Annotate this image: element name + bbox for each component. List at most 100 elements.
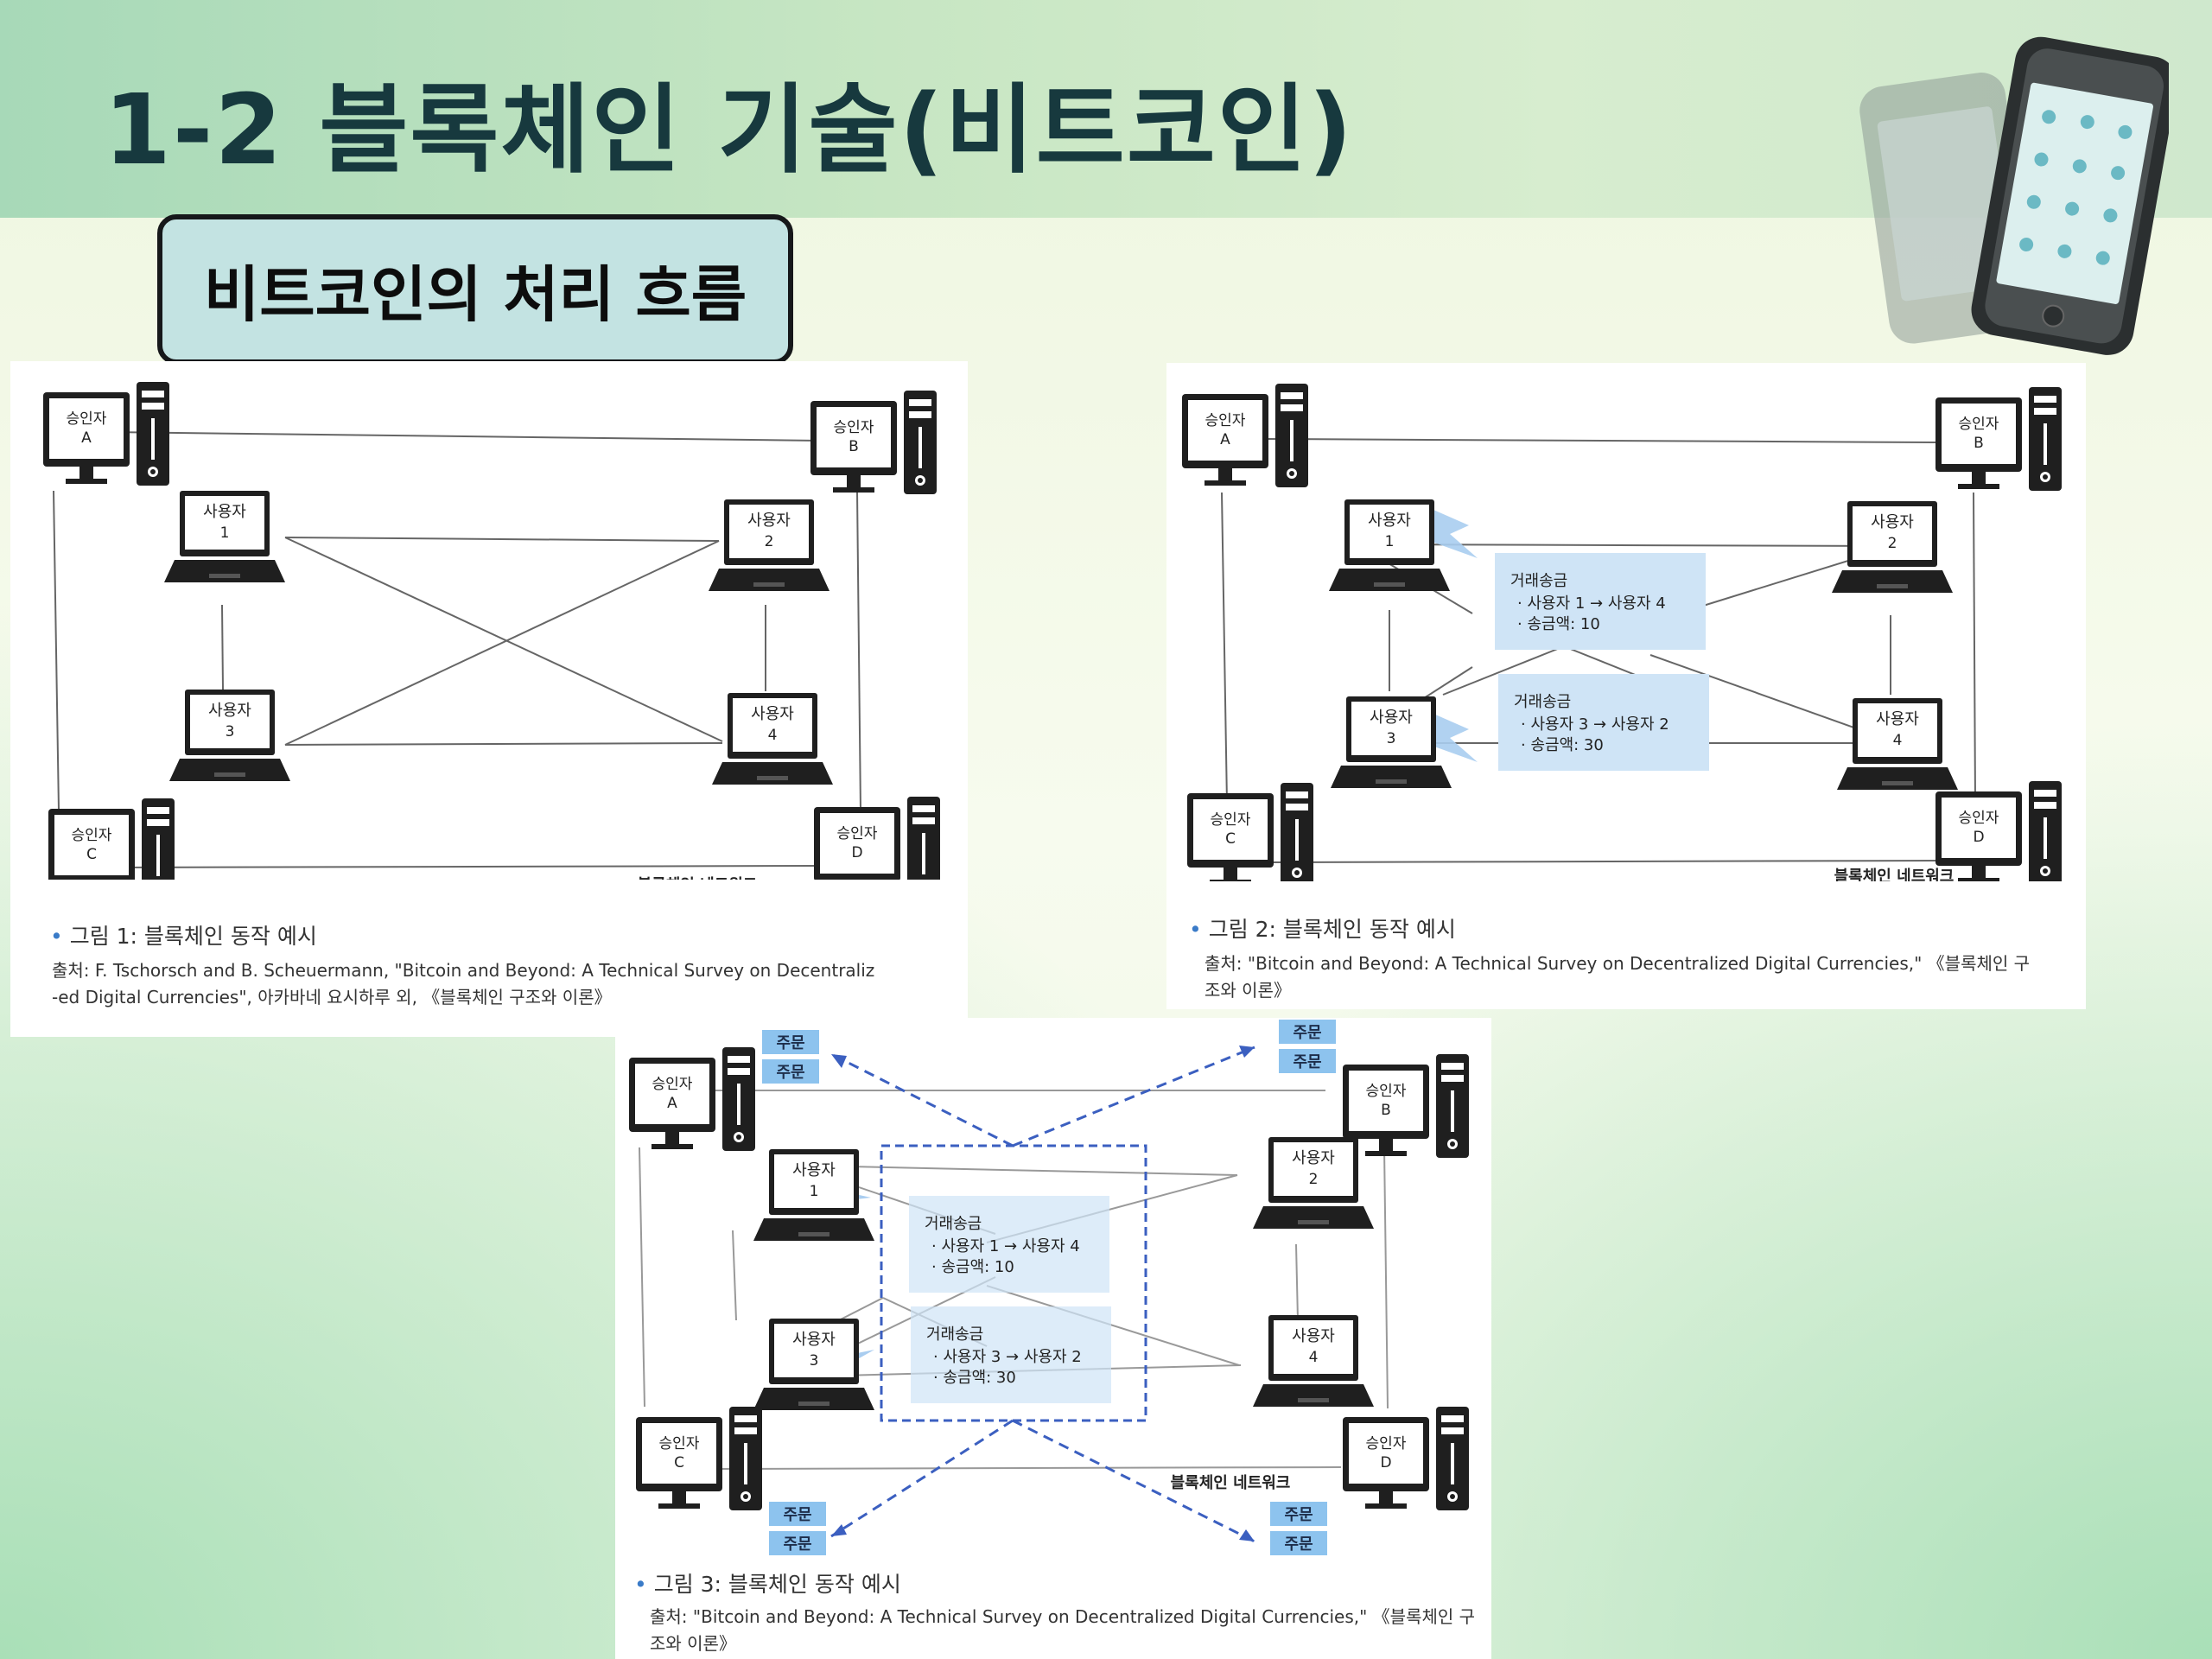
tower-pc-icon [1436, 1054, 1469, 1158]
monitor-icon [636, 1417, 722, 1509]
arrow-icon [1426, 710, 1478, 762]
approver-id: D [851, 844, 862, 861]
network-label: 블록체인 네트워크 [1171, 1473, 1291, 1492]
figure-1-caption: • 그림 1: 블록체인 동작 예시 [50, 924, 317, 949]
user-id: 4 [1893, 732, 1903, 749]
order-label: 주문 [776, 1034, 804, 1052]
approver-label: 승인자 [72, 827, 112, 844]
approver-label: 승인자 [1211, 811, 1251, 829]
user-id: 4 [1309, 1349, 1319, 1366]
transaction-amount: · 송금액: 30 [1521, 736, 1604, 754]
tower-pc-icon [1436, 1407, 1469, 1510]
header-band [0, 0, 2212, 218]
user-label: 사용자 [792, 1161, 836, 1179]
connection-line [1268, 438, 1936, 443]
approver-id: C [674, 1454, 684, 1471]
tower-pc-icon [907, 797, 940, 880]
connection-line [53, 490, 60, 811]
order-label: 주문 [783, 1535, 811, 1554]
transaction-title: 거래송금 [926, 1325, 983, 1344]
connection-line [284, 537, 720, 542]
user-label: 사용자 [1876, 710, 1919, 728]
user-id: 1 [1385, 533, 1395, 550]
user-label: 사용자 [1370, 709, 1413, 727]
approver-node-b: 승인자 B [1936, 387, 2062, 491]
tower-pc-icon [904, 391, 937, 494]
tower-pc-icon [137, 382, 169, 486]
figure-3-caption: • 그림 3: 블록체인 동작 예시 [634, 1572, 901, 1597]
laptop-icon [164, 491, 285, 582]
user-label: 사용자 [792, 1331, 836, 1349]
user-id: 3 [1387, 730, 1396, 747]
user-node-3: 사용자 3 [1331, 696, 1452, 788]
monitor-icon [1343, 1065, 1429, 1156]
tower-pc-icon [142, 798, 175, 880]
order-tag: 주문 [1279, 1020, 1336, 1044]
user-node-4: 사용자 4 [1837, 698, 1958, 790]
smartphone-icon [1859, 36, 2169, 355]
user-id: 2 [1888, 535, 1897, 552]
section-badge-label: 비트코인의 처리 흐름 [203, 258, 747, 330]
tower-pc-icon [2029, 781, 2062, 881]
connection-line [986, 1285, 1240, 1366]
approver-label: 승인자 [834, 419, 874, 436]
order-label: 주문 [1293, 1053, 1321, 1071]
monitor-icon [1343, 1417, 1429, 1509]
laptop-icon [1832, 501, 1953, 593]
network-label: 블록체인 네트워크 [638, 875, 758, 880]
approver-id: C [86, 846, 97, 863]
section-badge: 비트코인의 처리 흐름 [157, 214, 793, 365]
connection-line [284, 742, 723, 746]
connection-line [830, 1419, 1014, 1538]
figure-2-caption: • 그림 2: 블록체인 동작 예시 [1189, 917, 1456, 942]
monitor-icon [629, 1058, 715, 1149]
tower-pc-icon [722, 1047, 755, 1151]
transaction-title: 거래송금 [1514, 693, 1571, 711]
connection-line [856, 490, 861, 813]
figure-1-source: 출처: F. Tschorsch and B. Scheuermann, "Bi… [52, 960, 875, 1007]
connection-line [1221, 492, 1228, 804]
laptop-icon [1331, 696, 1452, 788]
approver-label: 승인자 [1959, 416, 1999, 433]
transaction-route: · 사용자 3 → 사용자 2 [933, 1348, 1082, 1366]
laptop-icon [709, 499, 830, 591]
tower-pc-icon [1275, 384, 1308, 487]
arrow-icon [831, 1524, 847, 1536]
monitor-icon [48, 809, 135, 880]
connection-line [830, 1052, 1014, 1147]
connection-line [732, 1230, 737, 1321]
connection-line [221, 604, 224, 690]
transaction-amount: · 송금액: 30 [933, 1369, 1016, 1387]
approver-label: 승인자 [1205, 412, 1246, 429]
approver-id: A [81, 429, 92, 447]
user-label: 사용자 [208, 702, 251, 720]
approver-id: D [1973, 829, 1984, 846]
approver-label: 승인자 [837, 825, 878, 842]
arrow-icon [1239, 1046, 1255, 1058]
user-label: 사용자 [751, 705, 794, 723]
approver-label: 승인자 [1366, 1083, 1407, 1100]
transaction-title: 거래송금 [925, 1215, 982, 1233]
monitor-icon [1182, 394, 1268, 486]
monitor-icon [1936, 791, 2022, 881]
approver-id: B [849, 438, 859, 455]
laptop-icon [753, 1149, 874, 1241]
arrow-icon [1426, 506, 1478, 558]
transaction-route: · 사용자 1 → 사용자 4 [1517, 594, 1666, 613]
connection-line [105, 865, 823, 868]
order-label: 주문 [1293, 1024, 1321, 1042]
user-id: 4 [768, 727, 778, 744]
transaction-box-2: 거래송금 · 사용자 3 → 사용자 2 · 송금액: 30 [911, 1306, 1111, 1403]
transaction-route: · 사용자 3 → 사용자 2 [1521, 715, 1669, 734]
approver-id: B [1974, 435, 1984, 452]
